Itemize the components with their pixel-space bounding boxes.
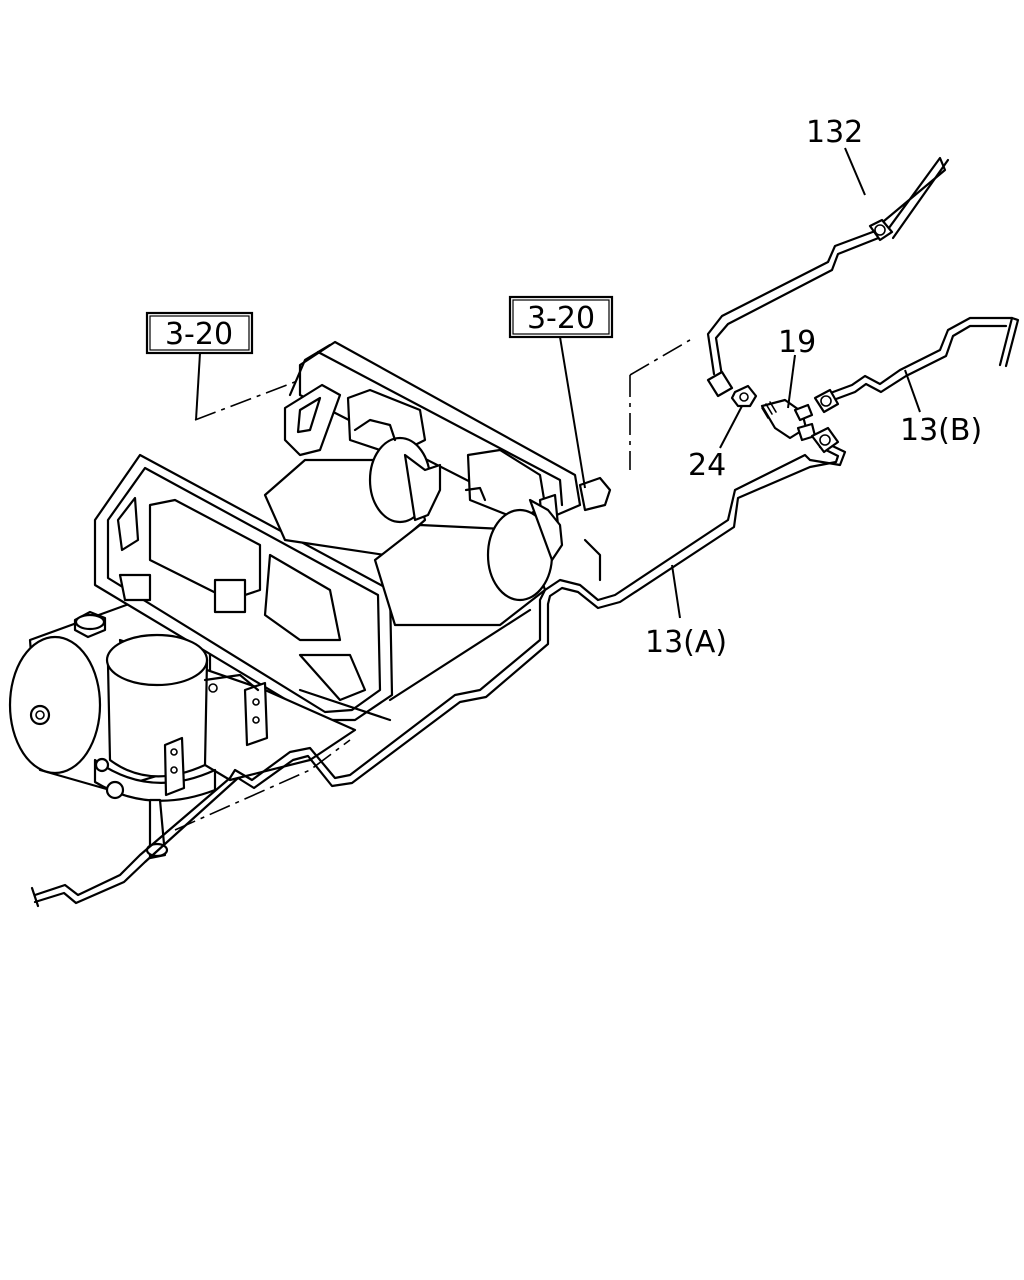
part-label-24: 24 — [688, 448, 726, 483]
nut-24 — [730, 384, 758, 408]
pipe-13a — [30, 426, 847, 908]
ref-box-left-label: 3-20 — [165, 317, 233, 352]
outlet-port — [578, 476, 612, 582]
ref-box-left[interactable]: 3-20 — [145, 311, 254, 355]
front-frame — [93, 453, 394, 722]
part-label-132: 132 — [806, 115, 863, 150]
leader-lines — [195, 147, 921, 619]
dryer-canister — [93, 633, 269, 860]
part-label-19: 19 — [778, 325, 816, 360]
pipe-13b — [813, 316, 1020, 414]
filter-cylinder-upper — [263, 418, 442, 557]
air-dryer-assembly — [8, 339, 691, 860]
pipe-132 — [706, 156, 950, 398]
ref-box-right[interactable]: 3-20 — [508, 295, 614, 339]
ref-box-right-label: 3-20 — [527, 301, 595, 336]
part-label-13a: 13(A) — [645, 625, 727, 660]
part-label-13b: 13(B) — [900, 413, 982, 448]
filter-cylinder-lower — [373, 486, 564, 627]
